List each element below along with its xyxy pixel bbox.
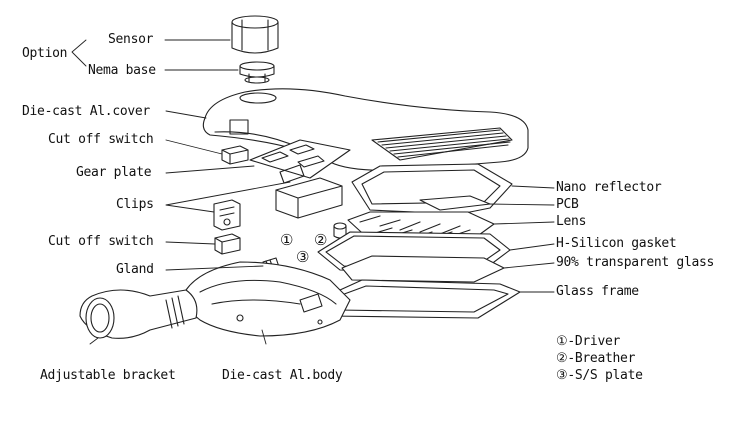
label-cutoff-switch-bottom: Cut off switch: [48, 234, 154, 249]
bracket-part: [79, 289, 198, 339]
cutoff-switch-bottom-part: [214, 233, 241, 255]
gear-plate-part: [249, 139, 351, 184]
driver-part: [275, 177, 343, 219]
body-part: [184, 261, 351, 337]
callout-ss-plate: ③: [296, 248, 309, 266]
nema-base-part: [239, 61, 275, 84]
label-cover: Die-cast Al.cover: [22, 104, 150, 119]
label-nano-reflector: Nano reflector: [556, 180, 662, 195]
sensor-part: [231, 15, 279, 54]
cover-part: [202, 88, 529, 171]
label-lens: Lens: [556, 214, 587, 229]
label-nema-base: Nema base: [88, 63, 156, 78]
legend-breather: ②-Breather: [556, 351, 636, 366]
label-pcb: PCB: [556, 197, 579, 212]
leader-lines-right: [487, 185, 555, 293]
glass-part: [341, 255, 505, 283]
label-glass: 90% transparent glass: [556, 255, 715, 270]
label-glass-frame: Glass frame: [556, 284, 639, 299]
callout-driver: ①: [280, 231, 293, 249]
label-gasket: H-Silicon gasket: [556, 236, 677, 251]
label-bracket: Adjustable bracket: [40, 368, 176, 383]
clip-part: [213, 199, 241, 231]
label-clips: Clips: [116, 197, 154, 212]
label-cutoff-switch-top: Cut off switch: [48, 132, 154, 147]
legend-driver: ①-Driver: [556, 334, 621, 349]
label-body: Die-cast Al.body: [222, 368, 343, 383]
callout-breather: ②: [314, 231, 327, 249]
cutoff-switch-top-part: [221, 145, 249, 165]
label-sensor: Sensor: [108, 32, 154, 47]
label-option: Option: [22, 46, 68, 61]
label-gland: Gland: [116, 262, 154, 277]
label-gear-plate: Gear plate: [76, 165, 152, 180]
leader-lines: [71, 39, 291, 345]
legend-ss-plate: ③-S/S plate: [556, 368, 643, 383]
